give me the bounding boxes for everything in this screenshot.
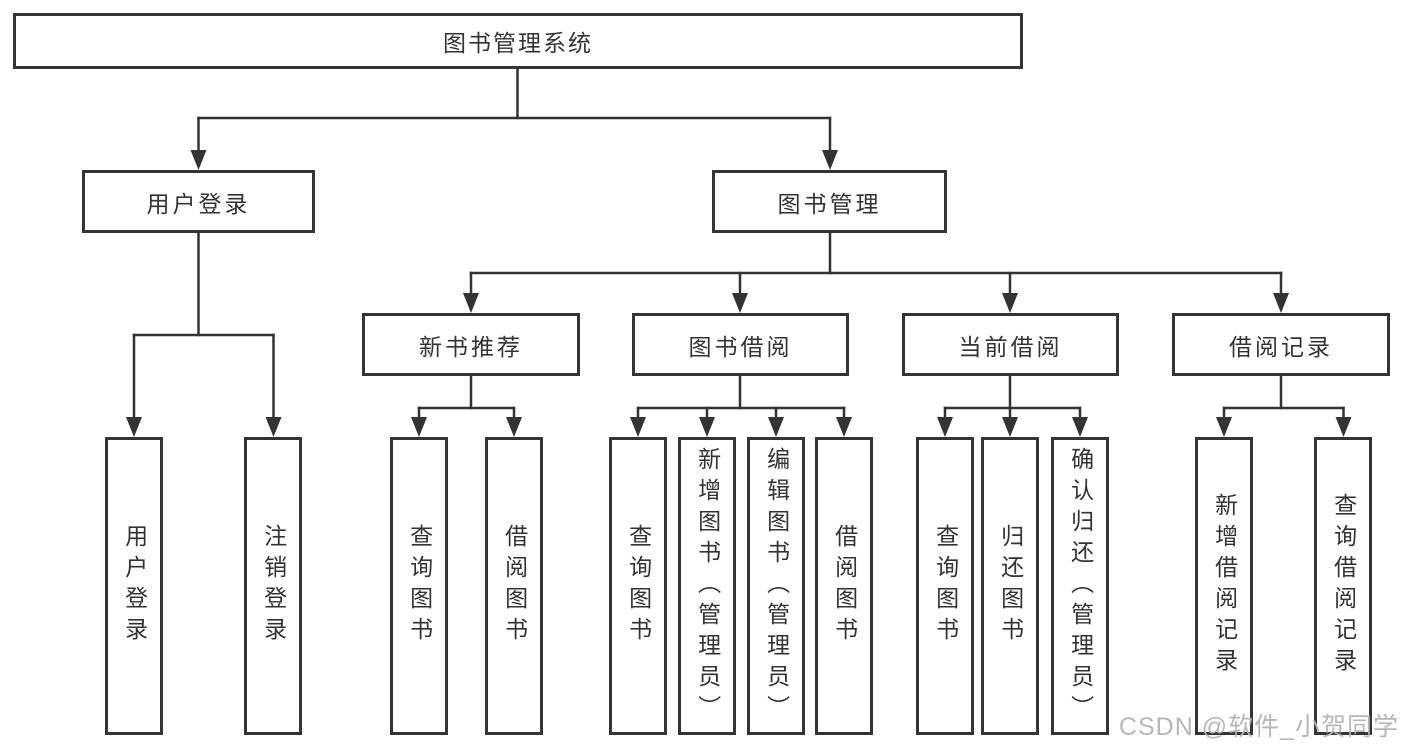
arrow (732, 271, 748, 313)
leaf-add-books-admin: 新增图书（管理员） (678, 437, 736, 735)
arrow (463, 271, 479, 313)
arrow (1002, 271, 1018, 313)
arrow (190, 116, 207, 170)
node-label: 借阅记录 (1229, 333, 1333, 360)
leaf-query-books-current: 查询图书 (916, 437, 974, 735)
node-label: 借阅图书 (831, 524, 858, 648)
arrow (265, 333, 282, 437)
leaf-query-books-borrowing: 查询图书 (609, 437, 667, 735)
node-label: 查询图书 (406, 524, 433, 648)
csdn-watermark: CSDN @软件_小贺同学 (1118, 713, 1399, 741)
node-label: 新增图书（管理员） (694, 446, 721, 726)
arrow (1072, 406, 1088, 437)
node-label: 图书借阅 (688, 333, 793, 360)
leaf-logout: 注销登录 (244, 437, 302, 735)
arrow (937, 406, 953, 437)
arrow (1273, 271, 1289, 313)
node-label: 新增借阅记录 (1211, 493, 1238, 679)
leaf-edit-books-admin: 编辑图书（管理员） (747, 437, 805, 735)
leaf-borrow-books: 借阅图书 (815, 437, 873, 735)
leaf-query-borrow-record: 查询借阅记录 (1314, 437, 1372, 735)
arrow (1335, 406, 1352, 437)
node-label: 图书管理 (777, 190, 882, 217)
node-label: 用户登录 (146, 190, 251, 217)
node-label: 查询图书 (932, 524, 959, 648)
node-label: 当前借阅 (958, 333, 1063, 360)
leaf-confirm-return-admin: 确认归还（管理员） (1051, 437, 1109, 735)
arrow (822, 116, 838, 170)
leaf-user-login: 用户登录 (105, 437, 163, 735)
leaf-add-borrow-record: 新增借阅记录 (1195, 437, 1253, 735)
node-library-management-system: 图书管理系统 (13, 13, 1023, 69)
node-current-borrowing: 当前借阅 (902, 313, 1119, 376)
node-user-login: 用户登录 (82, 170, 315, 233)
node-label: 编辑图书（管理员） (763, 446, 790, 726)
arrow (1002, 406, 1018, 437)
arrow (411, 406, 427, 437)
arrow (1216, 406, 1232, 437)
arrow (699, 406, 715, 437)
leaf-borrow-books-recommend: 借阅图书 (485, 437, 543, 735)
node-book-management: 图书管理 (712, 170, 947, 233)
node-label: 用户登录 (121, 524, 148, 648)
node-label: 查询图书 (625, 524, 652, 648)
arrow (630, 406, 646, 437)
arrow (126, 333, 142, 437)
arrow (768, 406, 784, 437)
leaf-return-books: 归还图书 (981, 437, 1039, 735)
node-label: 注销登录 (260, 524, 287, 648)
leaf-query-books-recommend: 查询图书 (390, 437, 448, 735)
node-label: 图书管理系统 (443, 30, 593, 56)
node-new-book-recommendation: 新书推荐 (362, 313, 580, 376)
arrow (506, 406, 522, 437)
arrow (836, 406, 852, 437)
node-label: 查询借阅记录 (1330, 493, 1357, 679)
node-label: 确认归还（管理员） (1067, 446, 1094, 726)
node-label: 新书推荐 (419, 333, 523, 360)
node-label: 归还图书 (997, 524, 1024, 648)
node-borrowing-records: 借阅记录 (1172, 313, 1390, 376)
node-book-borrowing: 图书借阅 (632, 313, 849, 376)
node-label: 借阅图书 (501, 524, 528, 648)
